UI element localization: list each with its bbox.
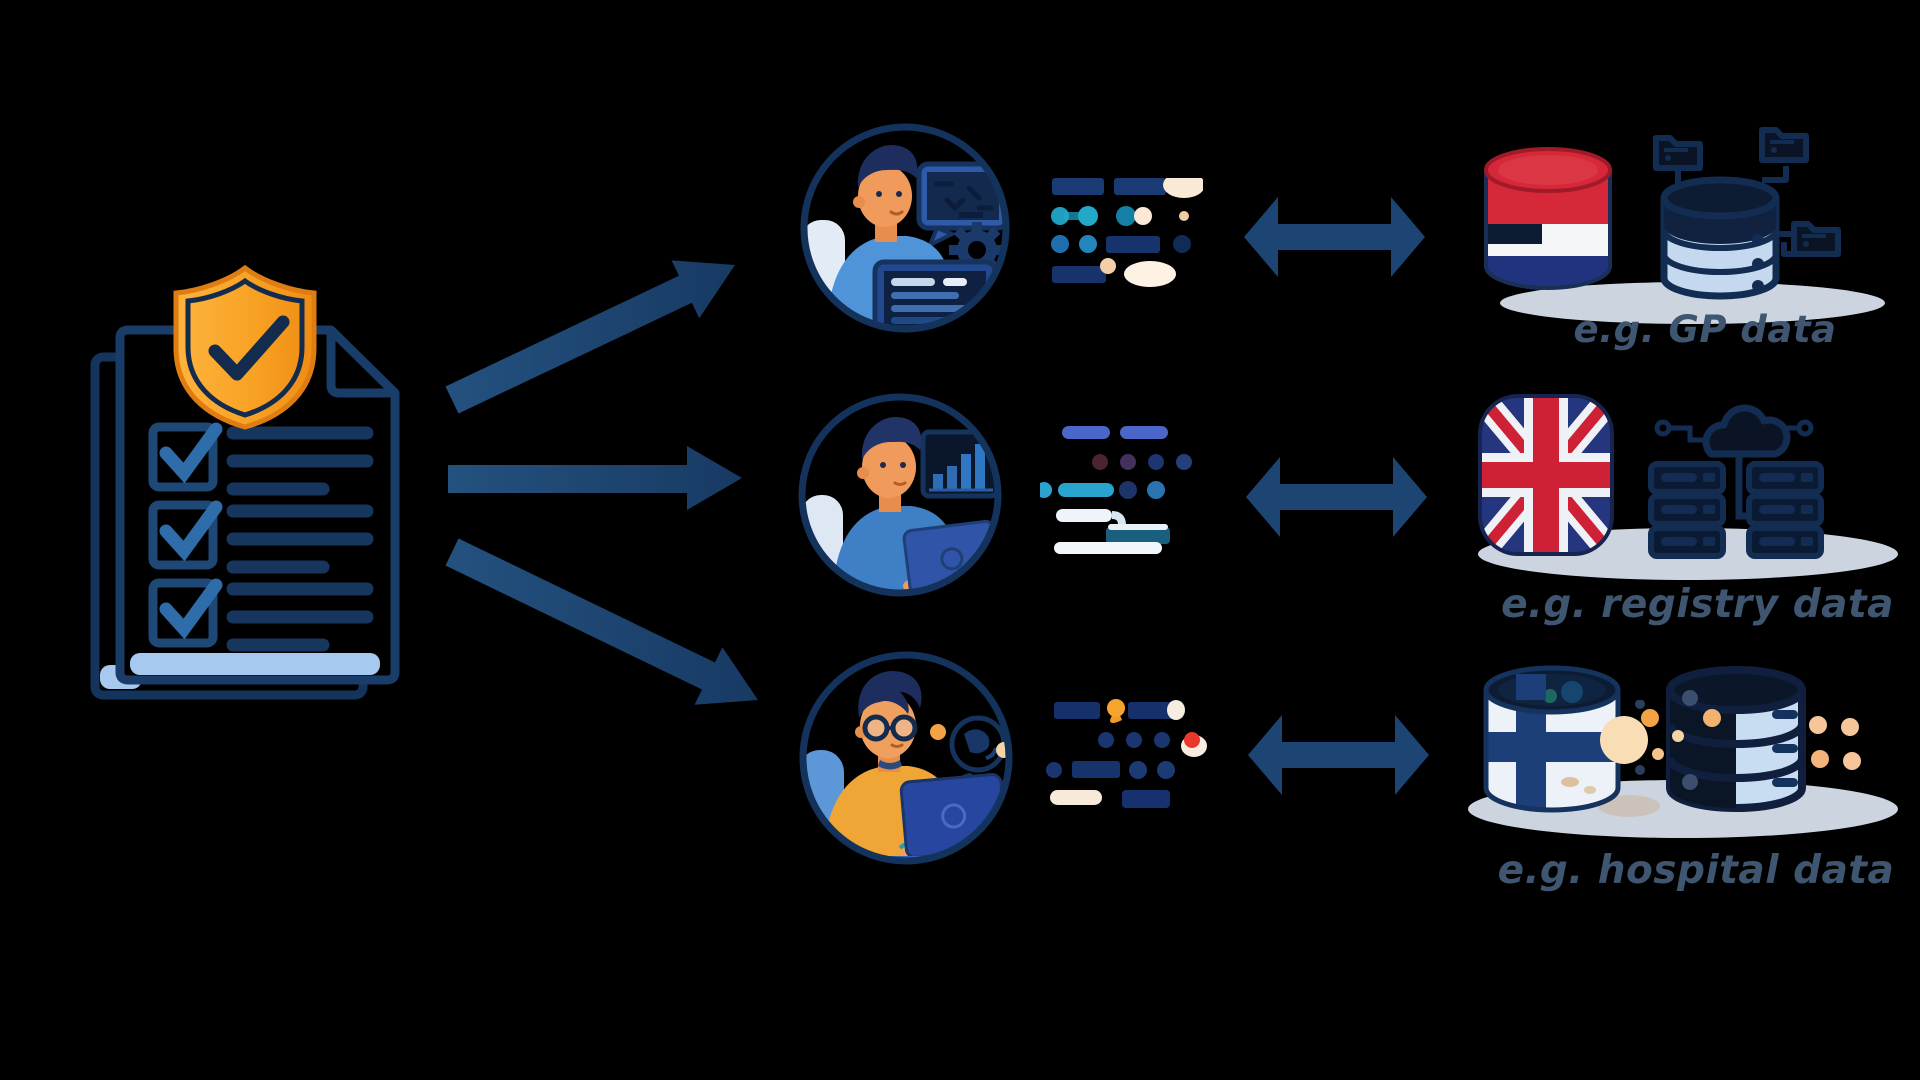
checkbox (148, 422, 218, 492)
abstract-code-block-icon (1051, 178, 1203, 287)
checklist-rows (148, 422, 374, 652)
server-rack-right (1746, 461, 1824, 559)
necklace (878, 760, 902, 770)
circle-ring (798, 393, 1002, 597)
database-stack-icon (1660, 176, 1780, 300)
datasource-label-gp: e.g. GP data (1573, 308, 1837, 351)
orange-dot (930, 724, 946, 740)
hair (857, 145, 918, 188)
ear (857, 467, 869, 479)
db-handle (1772, 710, 1798, 719)
united-kingdom-flag-icon (1478, 394, 1614, 556)
bar-chart-screen-icon (920, 429, 997, 499)
netherlands-flag-cylinder-icon (1484, 147, 1612, 290)
union-jack (1480, 396, 1612, 554)
orange-dot (1652, 748, 1664, 760)
finland-flag-cylinder-icon (1483, 665, 1621, 813)
checkmark (159, 500, 223, 562)
double-arrow (1246, 457, 1427, 537)
data-transfer-blobs (1600, 700, 1664, 775)
arrow-to-registry-analyst (448, 446, 742, 510)
orange-shield-checkmark-icon (173, 264, 317, 430)
folder-icon (1653, 135, 1703, 171)
hair (861, 417, 922, 460)
checkmark (159, 422, 223, 484)
mouth (890, 743, 904, 748)
shield-body (173, 264, 317, 430)
circle-ring (800, 123, 1010, 333)
cylinder-outline (1484, 172, 1612, 290)
circle-ring (799, 651, 1013, 865)
front-page-outline (115, 325, 400, 685)
abstract-code-block-icon (1046, 699, 1207, 808)
arrow-to-hospital-analyst (445, 538, 758, 705)
cylinder-top-contents (1498, 674, 1606, 706)
code-lines (1051, 178, 1203, 287)
flag-cross (1486, 690, 1618, 810)
cloud-icon (1702, 404, 1791, 458)
bidirectional-arrow-icon (1246, 457, 1427, 537)
approved-checklist-document-icon (90, 264, 400, 700)
fan-out-arrows (445, 260, 758, 705)
navy-dot (1682, 690, 1698, 706)
datasource-label-hospital: e.g. hospital data (1497, 848, 1895, 893)
orange-dot (1641, 709, 1659, 727)
checkbox (148, 578, 218, 648)
folder-icon (1791, 221, 1841, 257)
mouth (893, 481, 907, 486)
cream-blob (1600, 716, 1648, 764)
glasses-icon (862, 714, 918, 742)
text-lines (226, 582, 374, 652)
tan-dot (1672, 730, 1684, 742)
shield-inner-line (185, 277, 305, 418)
db-handle (1772, 744, 1798, 753)
page-bottom-strip (130, 653, 380, 675)
bidirectional-arrow-icon (1248, 715, 1429, 795)
bidirectional-arrow-icon (1244, 197, 1425, 277)
datasource-label-registry: e.g. registry data (1501, 582, 1894, 627)
researcher-at-desktop-monitor-icon (800, 123, 1010, 333)
text-lines (226, 426, 374, 496)
navy-dot (1635, 765, 1645, 775)
folder-icon (1759, 127, 1809, 163)
folder-icons (1653, 127, 1841, 257)
cylinder-outline (1483, 690, 1621, 813)
db-handle (1772, 778, 1798, 787)
shield-checkmark (208, 315, 290, 381)
code-lines (1040, 426, 1192, 554)
database-cylinder-icon (1666, 666, 1806, 812)
checkbox (148, 500, 218, 570)
orange-dot (1703, 709, 1721, 727)
ear (853, 196, 865, 208)
abstract-code-block-icon (1040, 426, 1192, 554)
db-divider (1666, 757, 1806, 782)
head (862, 436, 916, 498)
checkmark (159, 578, 223, 640)
text-lines (226, 504, 374, 574)
navy-dot (1635, 700, 1645, 709)
mouth (889, 210, 904, 216)
code-speech-bubble-icon (916, 161, 1005, 250)
double-arrow (1248, 715, 1429, 795)
hair (858, 671, 922, 718)
desk-smudge (1598, 795, 1660, 817)
server-rack-left (1648, 461, 1726, 559)
cylinder-top-highlight (1498, 155, 1598, 185)
head (858, 165, 912, 227)
researcher-at-laptop-with-bar-chart-icon (798, 393, 1002, 597)
tan-dot (996, 742, 1008, 758)
researcher-with-glasses-at-laptop-icon (799, 651, 1013, 865)
database-with-folders-icon (1653, 127, 1841, 300)
navy-dot (1682, 774, 1698, 790)
code-lines (1046, 699, 1207, 808)
arrow-to-gp-analyst (445, 260, 735, 414)
orange-dot-grid (1809, 716, 1861, 770)
db-top (1666, 666, 1806, 714)
flag-outline (1478, 394, 1614, 556)
double-arrow (1244, 197, 1425, 277)
server-racks-with-cloud-icon (1648, 404, 1824, 559)
dog-ear-fold (326, 330, 395, 398)
